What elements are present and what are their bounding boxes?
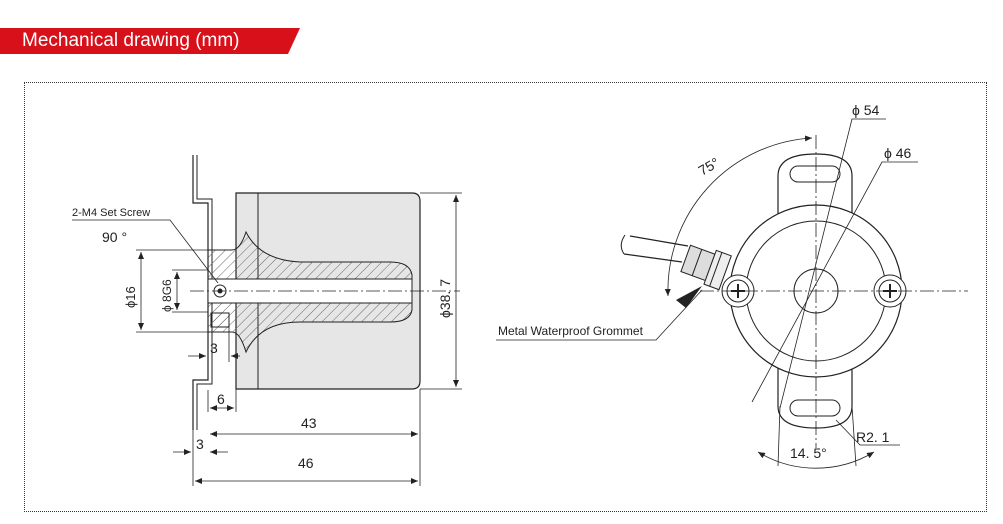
shaft-section [207,230,413,280]
grommet-arrow [676,286,702,308]
bottom-slot [789,399,841,417]
front-view [620,135,968,448]
dim-46-label: 46 [298,455,314,471]
angle-75-label: 75° [696,154,722,178]
dim-6-label: 6 [217,391,225,407]
section-header-bar [0,28,300,54]
side-view [190,155,460,430]
angle-90-label: 90 ° [102,229,127,245]
header-background-shape [0,28,300,54]
dia-38-7-label: ϕ38. 7 [437,279,453,318]
section-title: Mechanical drawing (mm) [22,30,240,51]
dim-3-top-label: 3 [210,340,218,356]
drawing-frame [24,82,987,512]
dia-16-label: ϕ16 [123,286,138,308]
cable [623,235,689,263]
grommet [680,244,732,291]
top-slot [789,165,841,183]
mounting-bracket [192,155,209,430]
set-screw-label: 2-M4 Set Screw [72,207,150,219]
side-view-dimensions [72,192,462,486]
angle-14-5-label: 14. 5° [790,445,827,461]
radius-label: R2. 1 [856,429,890,445]
dim-3-bottom-label: 3 [196,436,204,452]
dia-46-label: ϕ 46 [884,145,912,161]
dim-43-label: 43 [301,415,317,431]
set-screw-bottom [210,312,230,328]
dia-54-label: ϕ 54 [852,102,880,118]
dia-8g6-label: ϕ 8G6 [160,279,174,312]
grommet-label: Metal Waterproof Grommet [498,324,644,338]
